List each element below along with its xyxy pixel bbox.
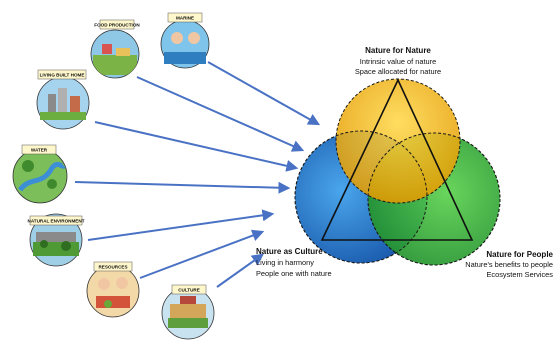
thumbnail-living-built-home: LIVING BUILT HOME [36, 69, 90, 130]
arrow-resources [139, 229, 265, 279]
arrow-marine [207, 61, 321, 126]
thumbnail-label-living-built-home: LIVING BUILT HOME [40, 73, 85, 78]
nature-for-people-title: Nature for People [486, 250, 553, 259]
circle-outline-culture [294, 130, 428, 264]
thumbnail-label-natural-environment: NATURAL ENVIRONMENT [28, 219, 85, 224]
circle-outline-people [367, 132, 501, 266]
label-nature-for-nature: Nature for Nature Intrinsic value of nat… [355, 46, 441, 76]
thumbnail-water: WATER [12, 144, 68, 204]
circle-nature-for-nature [335, 78, 461, 204]
nature-for-people-line2: Ecosystem Services [486, 270, 553, 279]
arrow-natural-environment [87, 209, 275, 241]
thumbnail-label-culture: CULTURE [178, 288, 200, 293]
thumbnail-culture: CULTURE [161, 284, 215, 340]
arrow-culture [216, 253, 264, 288]
arrow-food-production [136, 76, 305, 152]
thumbnail-marine: MARINE [160, 12, 210, 69]
arrow-living-built-home [94, 121, 299, 172]
thumbnail-natural-environment: NATURAL ENVIRONMENT [28, 213, 85, 267]
thumbnail-label-resources: RESOURCES [98, 265, 127, 270]
nature-for-people-line1: Nature's benefits to people [465, 260, 553, 269]
thumbnail-label-marine: MARINE [176, 16, 194, 21]
nature-as-culture-line1: Living in harmony [256, 258, 314, 267]
nature-for-nature-title: Nature for Nature [365, 46, 431, 55]
nature-for-nature-line1: Intrinsic value of nature [360, 57, 436, 66]
arrows [74, 61, 321, 288]
label-nature-as-culture: Nature as Culture Living in harmony Peop… [256, 247, 332, 278]
triangle [320, 78, 474, 241]
resources-thumbnail-icon [86, 264, 140, 318]
label-nature-for-people: Nature for People Nature's benefits to p… [465, 250, 553, 279]
nature-as-culture-title: Nature as Culture [256, 247, 323, 256]
thumbnail-resources: RESOURCES [86, 261, 140, 318]
water-thumbnail-icon [12, 148, 68, 204]
nature-as-culture-line2: People one with nature [256, 269, 332, 278]
thumbnail-food-production: FOOD PRODUCTION [90, 19, 140, 79]
venn-diagram [294, 78, 501, 266]
thumbnails: FOOD PRODUCTION MARINE LIVING BUILT HOME [12, 12, 215, 340]
arrow-water [74, 181, 291, 194]
nature-for-nature-line2: Space allocated for nature [355, 67, 441, 76]
thumbnail-label-food-production: FOOD PRODUCTION [94, 23, 140, 28]
thumbnail-label-water: WATER [31, 148, 48, 153]
